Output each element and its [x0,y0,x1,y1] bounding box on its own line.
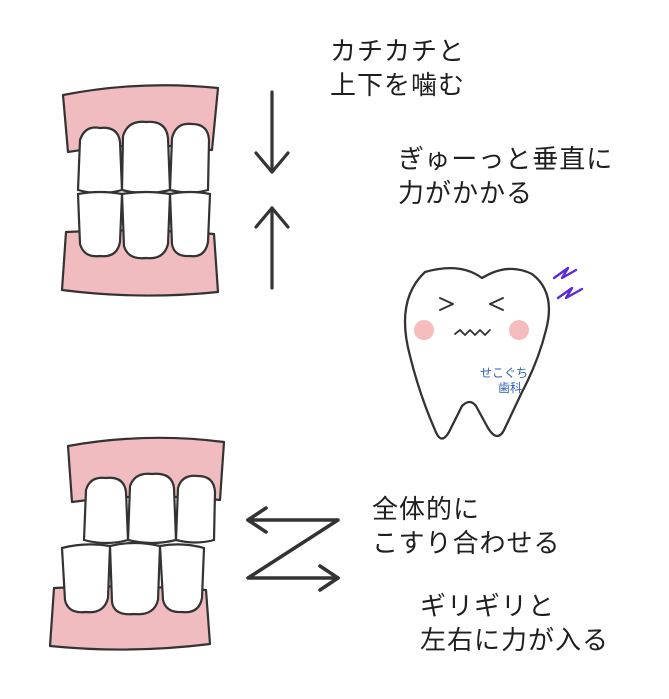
grind-teeth [48,436,226,651]
lower-tooth-grind-left [60,543,112,614]
upper-tooth-grind-right [174,474,217,544]
left-cheek [414,320,434,340]
squint-right-eye [489,297,504,311]
upper-tooth-left [76,126,124,195]
clench-action-label: カチカチと 上下を噛む [330,35,465,103]
upper-tooth-grind-middle [126,472,178,545]
clench-action-line-2: 上下を噛む [330,71,466,101]
upper-teeth-grind [82,472,217,545]
right-cheek [509,320,529,340]
lower-tooth-middle [120,190,172,260]
clinic-watermark-line-2: 歯科 [498,381,523,395]
lightning-icon [552,266,584,300]
tooth-character-body [403,267,551,440]
arrow-up-icon [254,206,290,290]
lower-teeth-grind [60,541,206,616]
lower-tooth-left [76,190,124,258]
clench-effect-label: ぎゅーっと垂直に 力がかかる [398,143,613,211]
zigzag-arrow-icon [246,506,340,592]
tooth-character [403,267,551,440]
clench-effect-line-1: ぎゅーっと垂直に [398,145,614,175]
lower-tooth-right [168,190,212,258]
clench-action-line-1: カチカチと [330,37,466,67]
grind-effect-line-1: ギリギリと [420,592,556,622]
grind-action-label: 全体的に こすり合わせる [372,493,560,561]
arrow-down-icon [254,90,290,174]
upper-tooth-right [168,122,211,194]
grind-action-line-2: こすり合わせる [372,529,561,559]
upper-tooth-middle [120,120,172,195]
clinic-watermark-line-1: せこぐち [480,366,529,380]
upper-teeth [76,120,211,195]
upper-tooth-grind-left [82,476,130,545]
grind-effect-line-2: 左右に力が入る [420,626,610,656]
wavy-mouth [454,329,491,336]
grind-effect-label: ギリギリと 左右に力が入る [420,590,609,658]
lower-teeth [76,190,212,260]
squint-left-eye [439,297,454,311]
clench-teeth [60,84,220,297]
grind-action-line-1: 全体的に [372,495,481,525]
clench-effect-line-2: 力がかかる [398,179,534,209]
lower-tooth-grind-right [158,543,206,614]
lower-tooth-grind-middle [108,541,162,616]
